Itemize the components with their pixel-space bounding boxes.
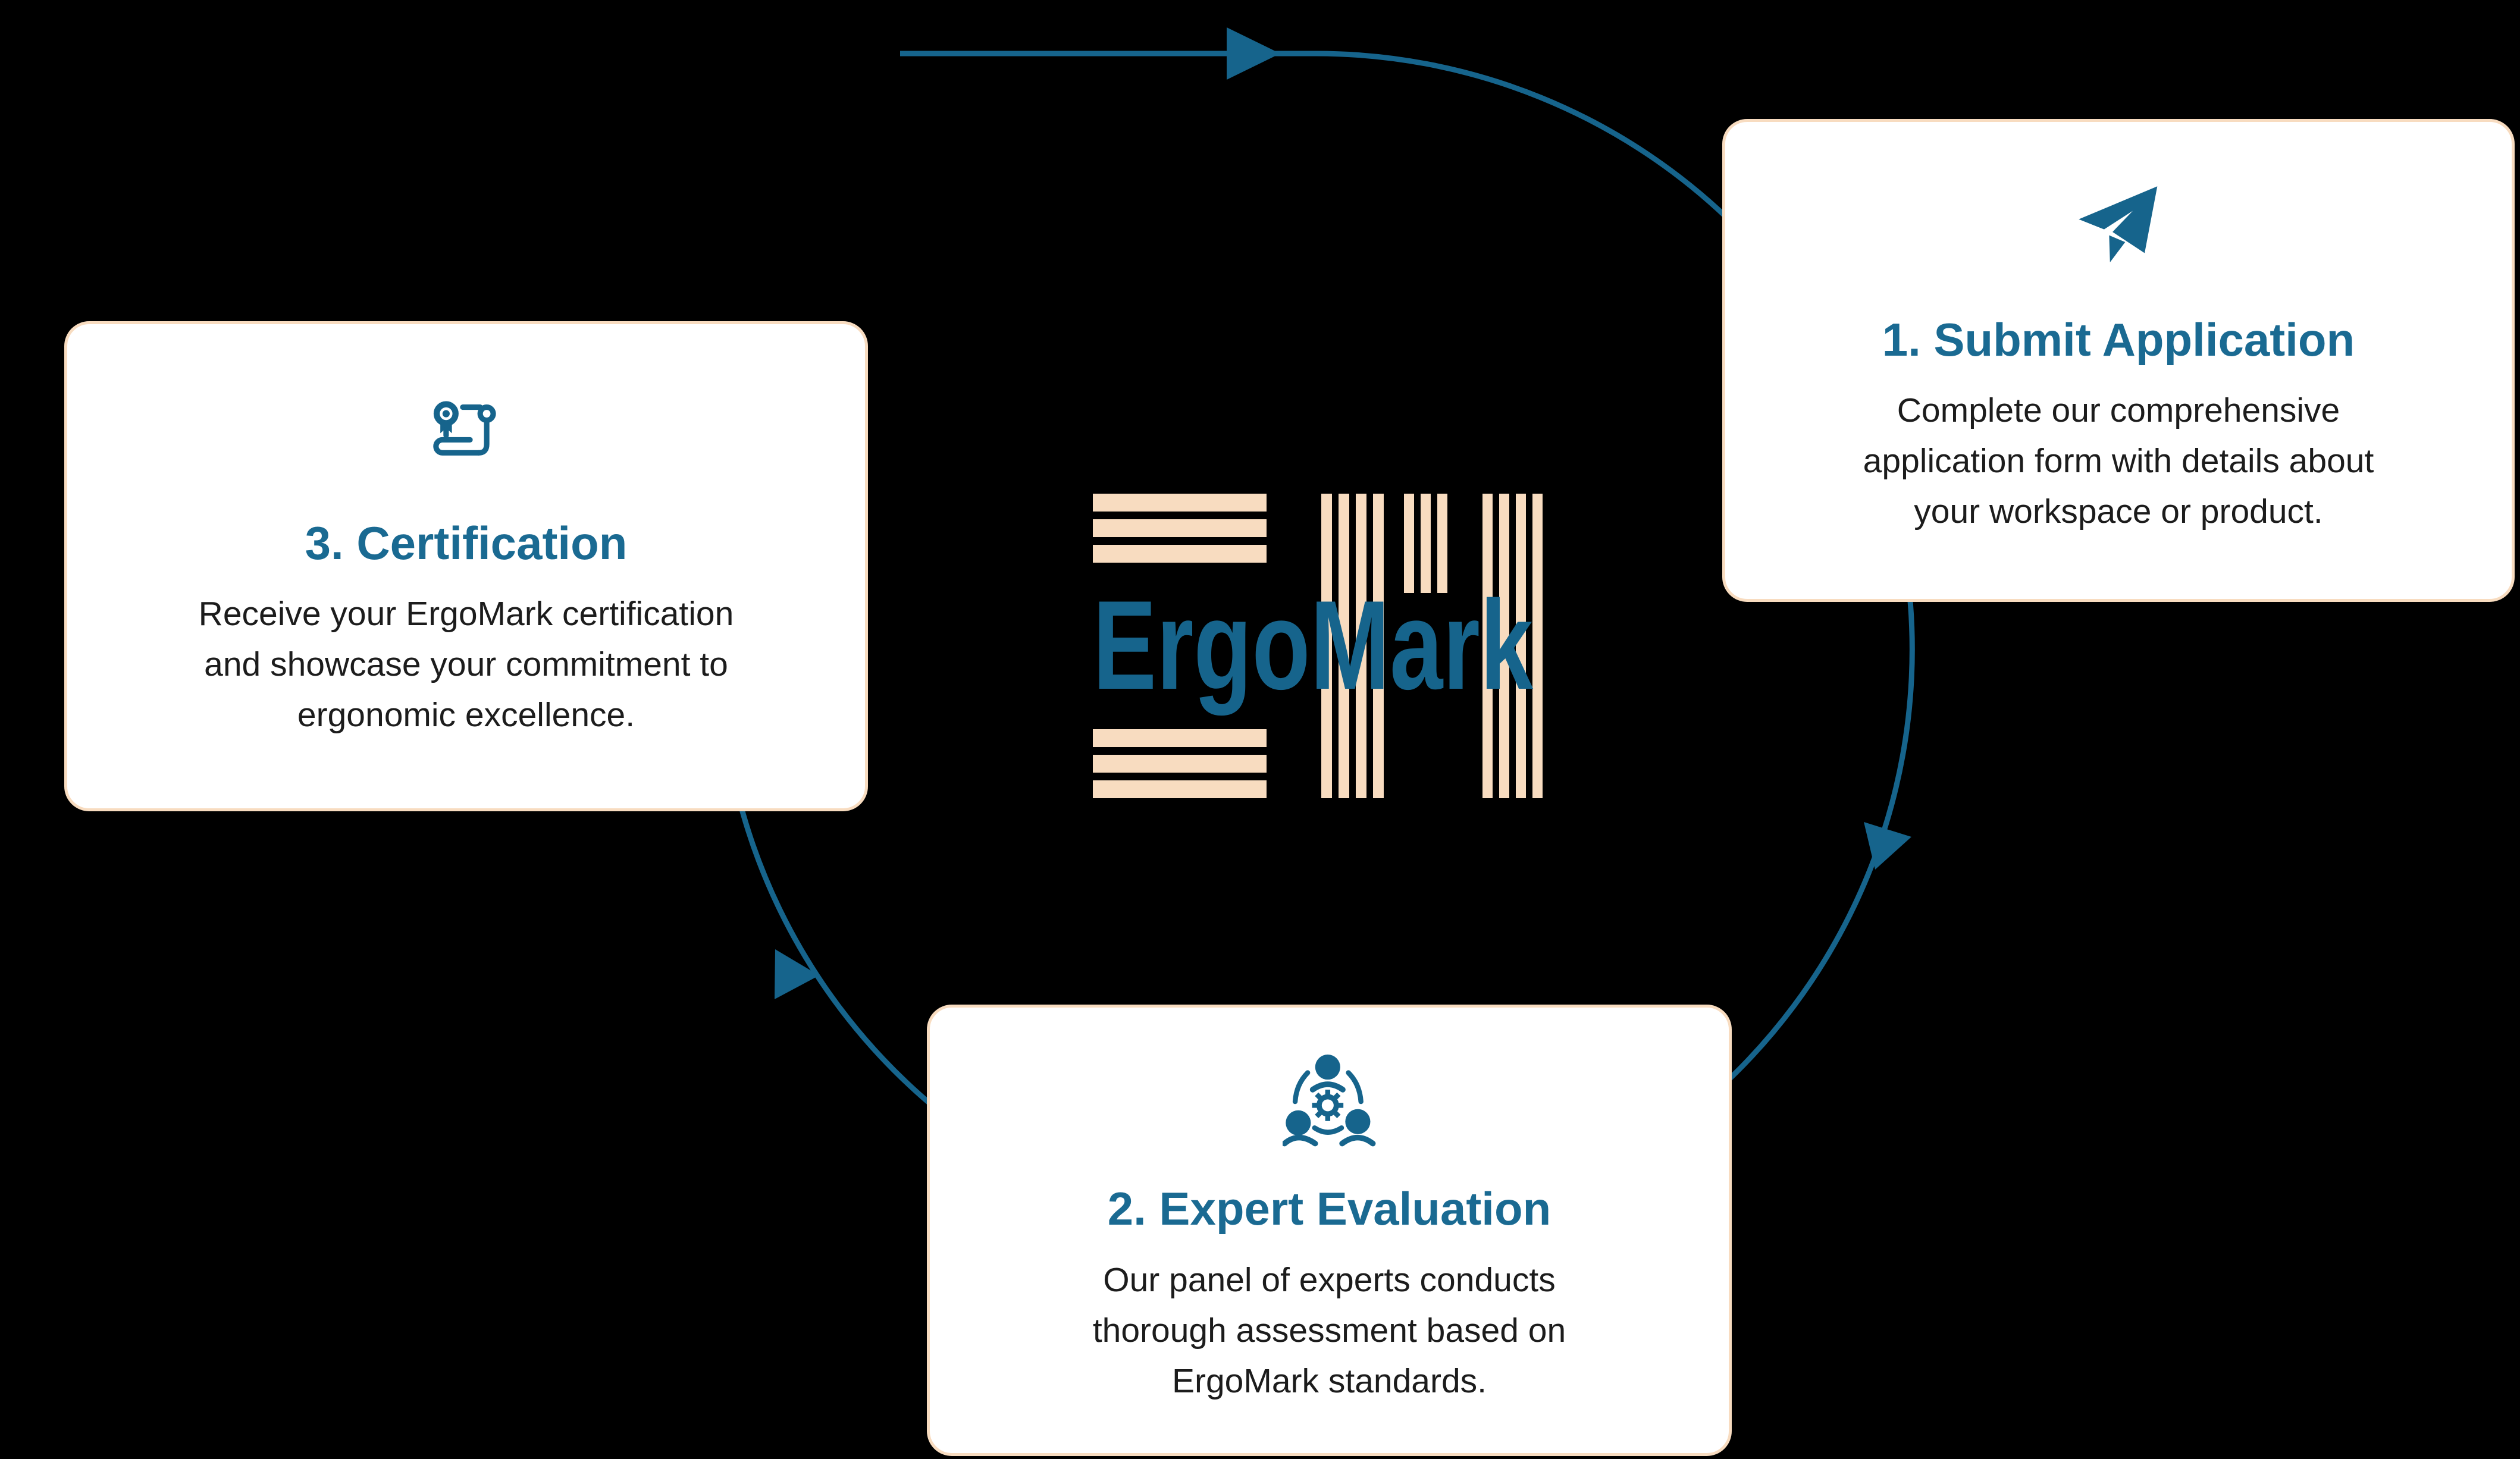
ergomark-logo: ErgoMark: [1093, 494, 1543, 798]
step-description: Receive your ErgoMark certification and …: [198, 595, 734, 735]
certificate-scroll-icon: [432, 401, 496, 456]
step-card-expert-evaluation: 2. Expert Evaluation Our panel of expert…: [927, 1005, 1732, 1456]
team-gear-icon: [1282, 1055, 1375, 1147]
step-card-certification: 3. Certification Receive your ErgoMark c…: [64, 321, 868, 811]
arrow-left-icon: [775, 949, 819, 999]
logo-wordmark: ErgoMark: [1093, 575, 1533, 716]
logo-stripes-vertical: [1321, 494, 1543, 798]
step-title: 1. Submit Application: [1882, 313, 2355, 366]
gear-icon: [1312, 1090, 1343, 1121]
arrow-right-icon: [1864, 822, 1911, 870]
paper-plane-icon: [2079, 186, 2158, 262]
arrow-top-icon: [1227, 27, 1280, 80]
step-description: Our panel of experts conducts thorough a…: [1092, 1260, 1566, 1400]
logo-stripes-horizontal: [1093, 494, 1267, 798]
step-title: 3. Certification: [305, 516, 628, 569]
step-description: Complete our comprehensive application f…: [1863, 391, 2374, 531]
step-title: 2. Expert Evaluation: [1107, 1182, 1552, 1235]
step-card-submit-application: 1. Submit Application Complete our compr…: [1722, 119, 2515, 602]
